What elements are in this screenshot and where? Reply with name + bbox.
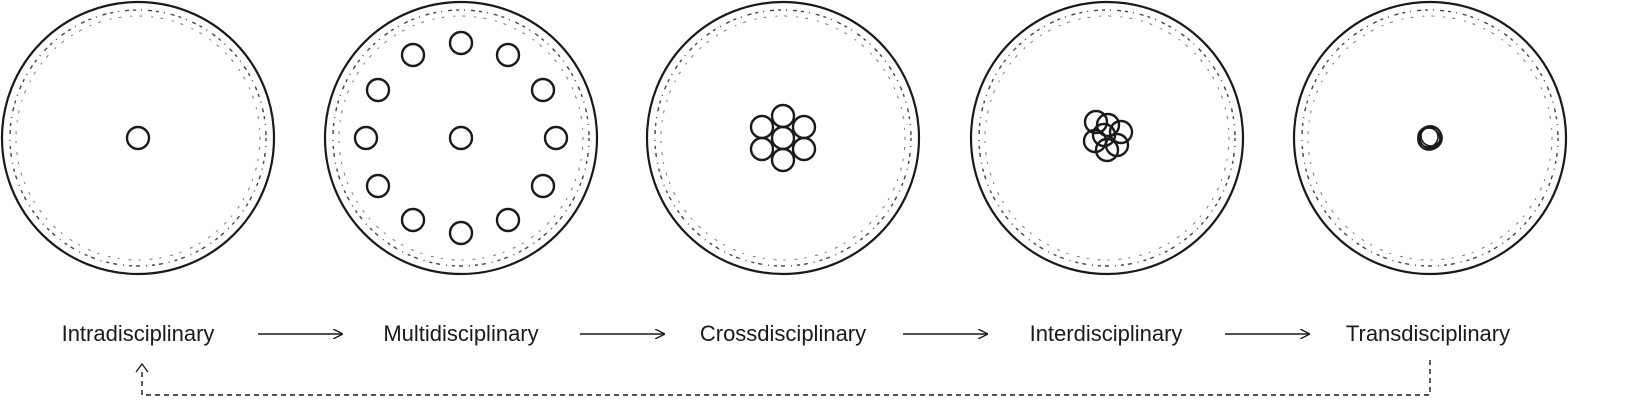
discipline-circle [125,125,151,151]
stage-label-intradisciplinary: Intradisciplinary [62,321,215,346]
discipline-circle [1417,126,1439,148]
discipline-circle [770,103,796,129]
discipline-circle [530,77,556,103]
fuzzy-boundary-inner [1307,15,1553,261]
fuzzy-boundary [9,9,267,267]
discipline-circle [448,220,474,246]
stage-intradisciplinary [0,0,276,276]
field-circle [1292,0,1568,276]
field-circle [969,0,1245,276]
discipline-circle [749,136,775,162]
fuzzy-boundary [332,9,590,267]
discipline-circle [495,207,521,233]
stage-multidisciplinary [323,0,599,276]
fuzzy-boundary-inner [984,15,1230,261]
discipline-circle [770,125,796,151]
discipline-circle [448,30,474,56]
discipline-circle [1095,112,1121,138]
discipline-circle [1108,119,1134,145]
stage-transdisciplinary [1292,0,1568,276]
discipline-circle [400,42,426,68]
discipline-circle [365,173,391,199]
discipline-circle [495,42,521,68]
field-circle [645,0,921,276]
discipline-circle [749,114,775,140]
discipline-circle [543,125,569,151]
discipline-circle [791,114,817,140]
discipline-circle [365,77,391,103]
discipline-circle [1091,122,1117,148]
fuzzy-boundary [978,9,1236,267]
fuzzy-boundary [654,9,912,267]
feedback-arrow [141,360,1431,396]
discipline-circle [400,207,426,233]
discipline-circle [791,136,817,162]
stage-interdisciplinary [969,0,1245,276]
fuzzy-boundary-inner [15,15,261,261]
fuzzy-boundary [1301,9,1559,267]
stage-label-transdisciplinary: Transdisciplinary [1346,321,1510,346]
stage-label-multidisciplinary: Multidisciplinary [383,321,538,346]
stage-label-crossdisciplinary: Crossdisciplinary [700,321,866,346]
fuzzy-boundary-inner [660,15,906,261]
discipline-circle [530,173,556,199]
discipline-circle [448,125,474,151]
discipline-circle [770,147,796,173]
discipline-circle [1083,109,1109,135]
feedback-arrowhead [135,362,149,373]
fuzzy-boundary-inner [338,15,584,261]
discipline-circle [353,125,379,151]
field-circle [323,0,599,276]
stage-label-interdisciplinary: Interdisciplinary [1030,321,1183,346]
stage-crossdisciplinary [645,0,921,276]
field-circle [0,0,276,276]
